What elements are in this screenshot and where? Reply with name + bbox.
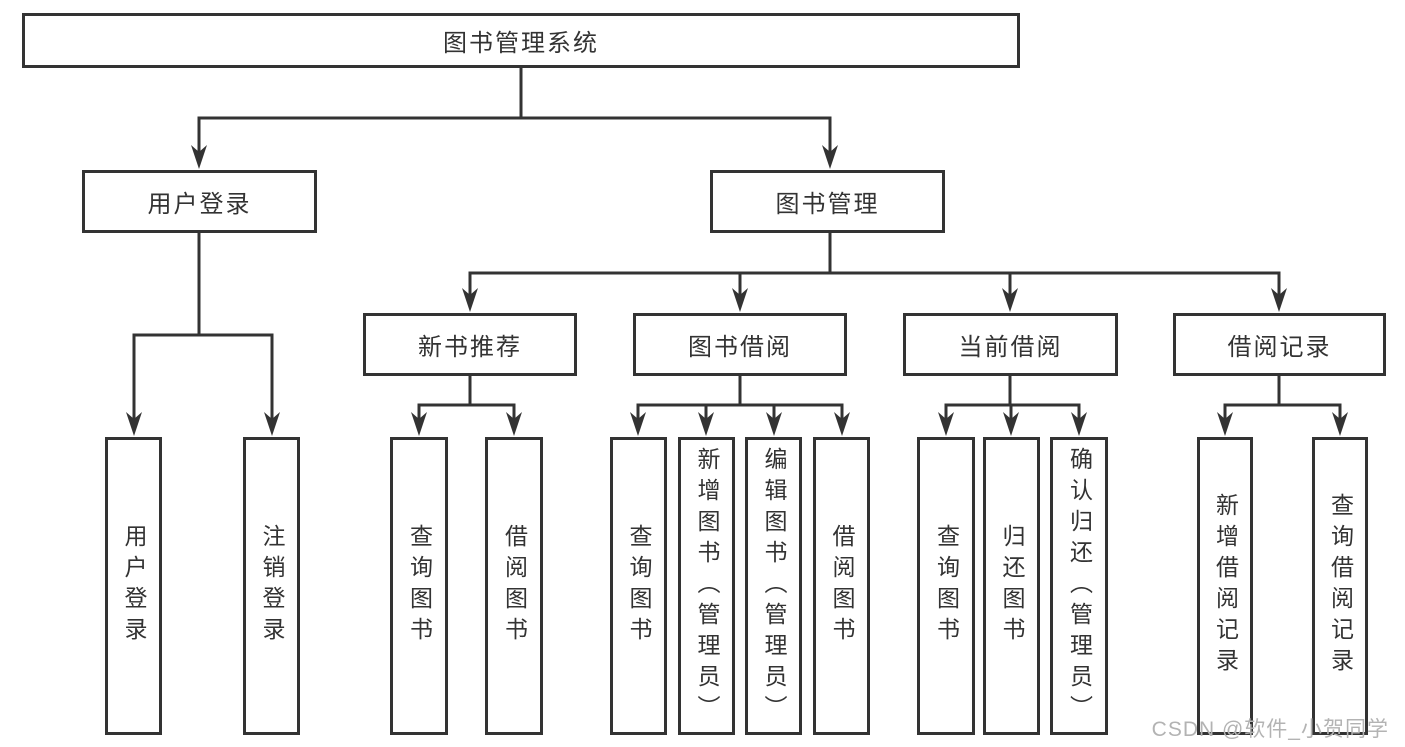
leaf-query-books-current-label: 查询图书 [933, 524, 960, 648]
leaf-borrow-books-recommend-label: 借阅图书 [501, 524, 528, 648]
leaf-confirm-return-admin: 确认归还（管理员） [1050, 437, 1108, 735]
leaf-logout: 注销登录 [243, 437, 300, 735]
leaf-query-books-borrowing: 查询图书 [610, 437, 667, 735]
leaf-edit-book-admin-label: 编辑图书（管理员） [761, 446, 787, 726]
leaf-confirm-return-admin-label: 确认归还（管理员） [1066, 446, 1093, 726]
node-user-login: 用户登录 [82, 170, 317, 233]
leaf-query-books-recommend-label: 查询图书 [406, 524, 433, 648]
leaf-return-book-label: 归还图书 [999, 524, 1025, 648]
node-book-borrowing: 图书借阅 [633, 313, 847, 376]
node-user-login-label: 用户登录 [147, 191, 252, 218]
leaf-logout-label: 注销登录 [259, 524, 285, 648]
leaf-query-books-borrowing-label: 查询图书 [626, 524, 652, 648]
leaf-user-login: 用户登录 [105, 437, 162, 735]
leaf-query-borrow-record-label: 查询借阅记录 [1327, 493, 1354, 679]
node-book-management-label: 图书管理 [775, 191, 880, 218]
node-library-system: 图书管理系统 [22, 13, 1020, 68]
leaf-edit-book-admin: 编辑图书（管理员） [745, 437, 802, 735]
leaf-query-books-current: 查询图书 [917, 437, 975, 735]
leaf-return-book: 归还图书 [983, 437, 1040, 735]
node-book-management: 图书管理 [710, 170, 945, 233]
leaf-add-borrow-record-label: 新增借阅记录 [1212, 493, 1239, 679]
leaf-user-login-label: 用户登录 [121, 524, 147, 648]
node-new-book-recommend-label: 新书推荐 [418, 334, 522, 361]
leaf-add-book-admin: 新增图书（管理员） [678, 437, 735, 735]
leaf-add-borrow-record: 新增借阅记录 [1197, 437, 1253, 735]
csdn-watermark: CSDN @软件_小贺同学 [1151, 718, 1389, 741]
node-current-borrowing-label: 当前借阅 [958, 334, 1063, 361]
leaf-borrow-books-recommend: 借阅图书 [485, 437, 543, 735]
leaf-borrow-books-borrowing-label: 借阅图书 [829, 524, 855, 648]
node-current-borrowing: 当前借阅 [903, 313, 1118, 376]
leaf-query-books-recommend: 查询图书 [390, 437, 448, 735]
node-borrowing-records: 借阅记录 [1173, 313, 1386, 376]
leaf-query-borrow-record: 查询借阅记录 [1312, 437, 1368, 735]
node-borrowing-records-label: 借阅记录 [1227, 334, 1332, 361]
node-library-system-label: 图书管理系统 [443, 30, 599, 57]
leaf-add-book-admin-label: 新增图书（管理员） [694, 446, 720, 726]
leaf-borrow-books-borrowing: 借阅图书 [813, 437, 870, 735]
node-book-borrowing-label: 图书借阅 [688, 334, 792, 361]
node-new-book-recommend: 新书推荐 [363, 313, 577, 376]
